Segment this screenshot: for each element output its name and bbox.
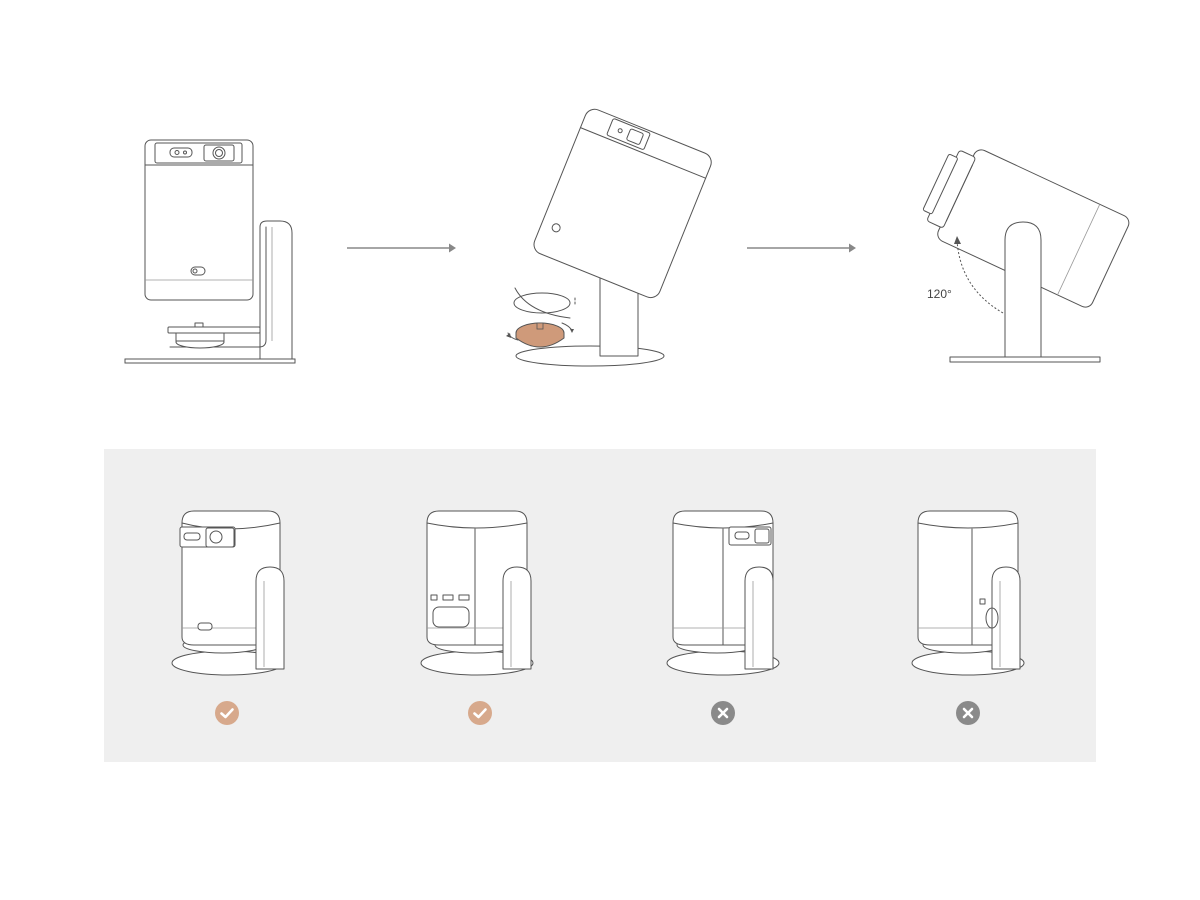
check-icon <box>215 701 239 725</box>
step-1-upright-projector <box>124 139 296 364</box>
step-2-tilting-projector <box>506 108 712 367</box>
variant-front-view-rotated <box>666 510 780 676</box>
arrow-right-icon <box>747 243 856 253</box>
cross-icon <box>956 701 980 725</box>
variant-rear-view <box>420 510 534 676</box>
rotation-angle-label: 120° <box>927 287 952 301</box>
cross-icon <box>711 701 735 725</box>
check-icon <box>468 701 492 725</box>
step-3-tilted-projector: 120° <box>922 149 1130 363</box>
variant-side-view <box>911 510 1025 676</box>
arrow-right-icon <box>347 243 456 253</box>
variant-front-view <box>171 510 285 676</box>
